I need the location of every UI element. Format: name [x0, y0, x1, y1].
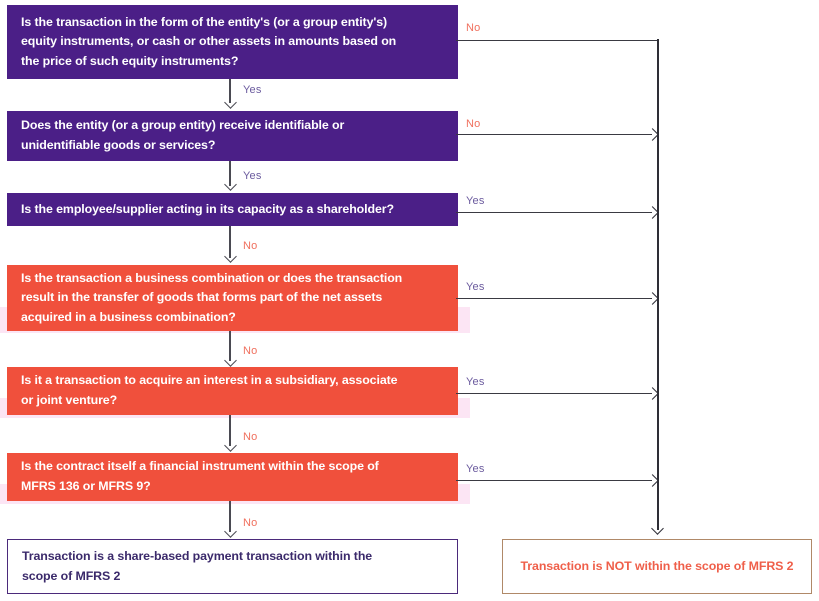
decision-node-q6-label: Is the contract itself a financial instr… [21, 459, 379, 493]
connector-q3-to-q4 [229, 226, 231, 258]
right-collector-rail [657, 39, 659, 530]
decision-node-q2[interactable]: Does the entity (or a group entity) rece… [7, 111, 458, 161]
connector-q4-yes [456, 298, 652, 300]
edge-label-q5-yes: Yes [466, 376, 485, 388]
connector-q5-yes [456, 393, 652, 395]
connector-q4-to-q5 [229, 331, 231, 361]
decision-node-q2-label: Does the entity (or a group entity) rece… [21, 118, 345, 152]
edge-label-q3-no: No [243, 240, 258, 252]
edge-label-q5-no: No [243, 431, 258, 443]
arrowhead-q6-to-outcome [224, 525, 237, 538]
outcome-node-in-scope[interactable]: Transaction is a share-based payment tra… [7, 539, 458, 594]
connector-q1-to-q2 [229, 79, 231, 103]
decision-node-q6[interactable]: Is the contract itself a financial instr… [7, 453, 458, 501]
edge-label-q4-yes: Yes [466, 281, 485, 293]
decision-node-q3[interactable]: Is the employee/supplier acting in its c… [7, 193, 458, 226]
connector-q6-to-outcome [229, 501, 231, 532]
edge-label-q4-no: No [243, 345, 258, 357]
edge-label-q2-no: No [466, 118, 481, 130]
arrowhead-rail-to-outcome [651, 522, 664, 535]
connector-q1-no [456, 40, 658, 42]
edge-label-q1-no: No [466, 22, 481, 34]
decision-node-q5[interactable]: Is it a transaction to acquire an intere… [7, 367, 458, 415]
outcome-node-in-scope-label: Transaction is a share-based payment tra… [22, 548, 373, 583]
connector-q5-to-q6 [229, 415, 231, 446]
connector-q2-no [456, 134, 652, 136]
edge-label-q1-yes: Yes [243, 84, 262, 96]
outcome-node-not-in-scope[interactable]: Transaction is NOT within the scope of M… [502, 539, 812, 594]
arrowhead-q3-to-q4 [224, 250, 237, 263]
connector-q3-yes [456, 212, 652, 214]
connector-q2-to-q3 [229, 161, 231, 186]
edge-label-q3-yes: Yes [466, 195, 485, 207]
outcome-node-not-in-scope-label: Transaction is NOT within the scope of M… [520, 558, 794, 573]
arrowhead-q2-to-q3 [224, 178, 237, 191]
edge-label-q6-no: No [243, 517, 258, 529]
decision-node-q4-label: Is the transaction a business combinatio… [21, 270, 403, 324]
decision-node-q5-label: Is it a transaction to acquire an intere… [21, 373, 398, 407]
arrowhead-q1-to-q2 [224, 96, 237, 109]
decision-node-q1[interactable]: Is the transaction in the form of the en… [7, 5, 458, 79]
arrowhead-q5-to-q6 [224, 439, 237, 452]
decision-node-q1-label: Is the transaction in the form of the en… [21, 14, 397, 68]
edge-label-q6-yes: Yes [466, 463, 485, 475]
connector-q6-yes [456, 480, 652, 482]
decision-node-q3-label: Is the employee/supplier acting in its c… [21, 201, 394, 216]
decision-node-q4[interactable]: Is the transaction a business combinatio… [7, 265, 458, 331]
edge-label-q2-yes: Yes [243, 170, 262, 182]
arrowhead-q4-to-q5 [224, 354, 237, 367]
